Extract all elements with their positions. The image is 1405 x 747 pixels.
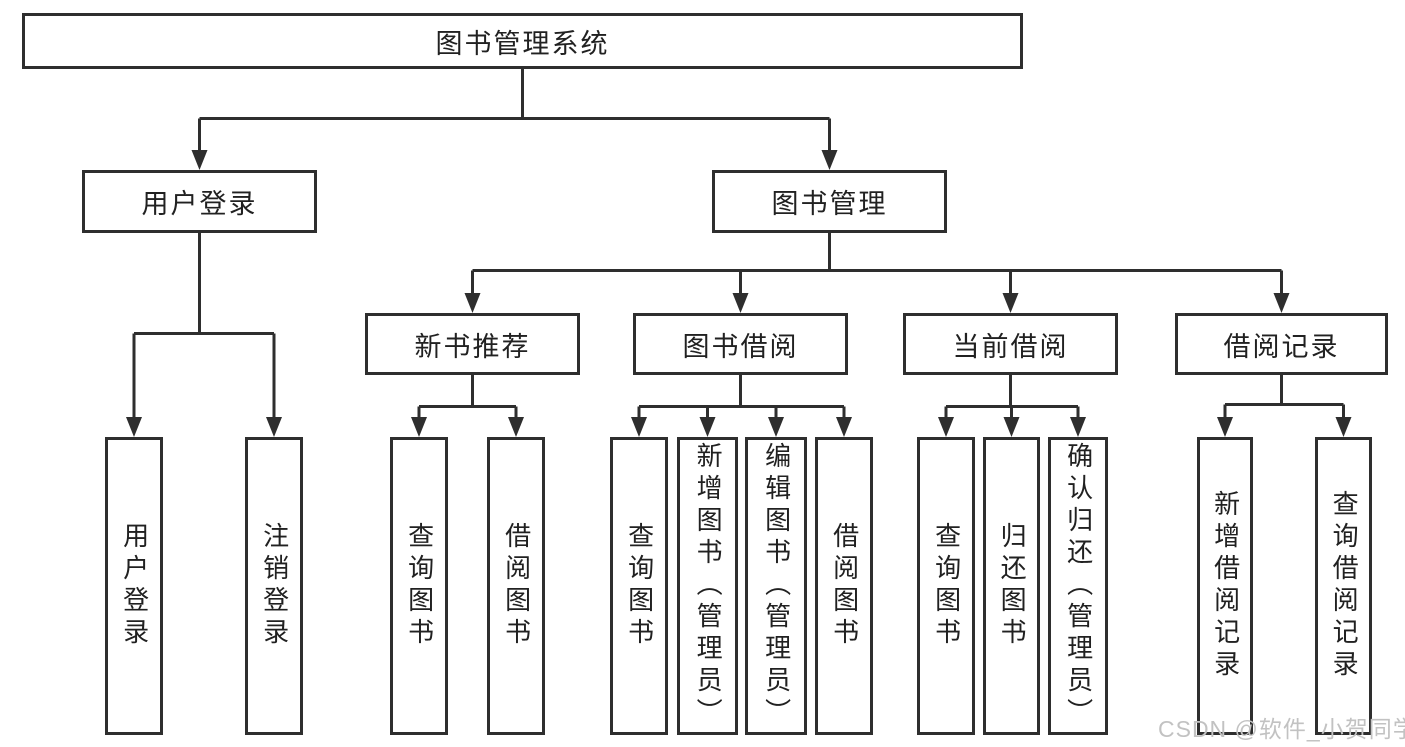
arrowhead <box>732 293 749 313</box>
node-root: 图书管理系统 <box>22 13 1023 69</box>
connector-user-login-children <box>126 233 282 437</box>
arrowhead <box>411 417 427 437</box>
leaf-logout: 注销登录 <box>245 437 303 735</box>
node-current-borrow: 当前借阅 <box>903 313 1118 375</box>
connector-new-book-children <box>411 375 524 437</box>
leaf-current-return-books: 归还图书 <box>983 437 1040 735</box>
arrowhead <box>1070 417 1086 437</box>
leaf-newbook-borrow-books: 借阅图书 <box>487 437 545 735</box>
arrowhead <box>1217 417 1233 437</box>
arrowhead <box>1003 417 1020 437</box>
arrowhead <box>508 417 524 437</box>
leaf-records-add-record: 新增借阅记录 <box>1197 437 1253 735</box>
arrowhead <box>631 417 647 437</box>
arrowhead <box>266 417 282 437</box>
leaf-current-confirm-return-admin: 确认归还（管理员） <box>1048 437 1108 735</box>
node-new-book-recommend: 新书推荐 <box>365 313 580 375</box>
arrowhead <box>768 417 784 437</box>
csdn-watermark: CSDN @软件_小贺同学 <box>1158 716 1405 742</box>
connector-current-borrow-children <box>938 375 1086 437</box>
leaf-newbook-query-books: 查询图书 <box>390 437 448 735</box>
leaf-borrow-add-book-admin: 新增图书（管理员） <box>677 437 738 735</box>
arrowhead <box>464 293 481 313</box>
leaf-records-query-record: 查询借阅记录 <box>1315 437 1372 735</box>
node-user-login: 用户登录 <box>82 170 317 233</box>
node-book-borrow: 图书借阅 <box>633 313 848 375</box>
arrowhead <box>191 150 208 170</box>
leaf-borrow-borrow-books: 借阅图书 <box>815 437 873 735</box>
connector-borrow-records-children <box>1217 375 1352 437</box>
arrowhead <box>821 150 838 170</box>
leaf-user-login: 用户登录 <box>105 437 163 735</box>
connector-book-borrow-children <box>631 375 852 437</box>
connector-root-to-level2 <box>191 69 838 170</box>
connector-book-management-children <box>464 233 1290 313</box>
arrowhead <box>1335 417 1352 437</box>
arrowhead <box>836 417 852 437</box>
leaf-current-query-books: 查询图书 <box>917 437 975 735</box>
arrowhead <box>126 417 142 437</box>
node-book-management: 图书管理 <box>712 170 947 233</box>
arrowhead <box>938 417 954 437</box>
node-borrow-records: 借阅记录 <box>1175 313 1388 375</box>
arrowhead <box>1002 293 1019 313</box>
arrowhead <box>699 417 716 437</box>
leaf-borrow-edit-book-admin: 编辑图书（管理员） <box>745 437 807 735</box>
leaf-borrow-query-books: 查询图书 <box>610 437 668 735</box>
arrowhead <box>1273 293 1290 313</box>
